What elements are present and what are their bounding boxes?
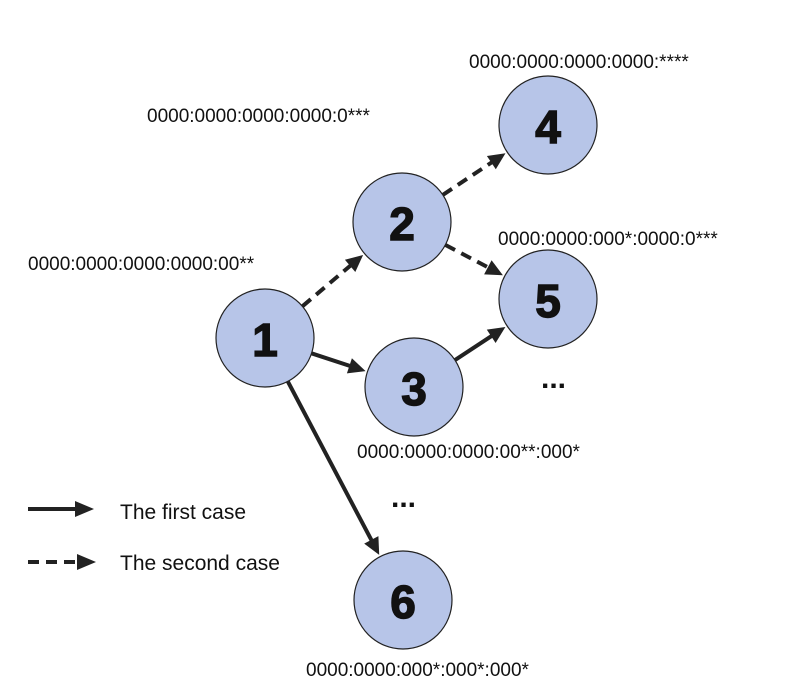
edge-line-1-6	[286, 380, 374, 543]
edge-line-1-3	[310, 351, 352, 369]
arrow-head-1-6	[364, 536, 380, 555]
edge-2-to-5	[444, 243, 503, 276]
edge-2-to-4	[441, 153, 506, 197]
edge-line-3-5	[453, 333, 494, 362]
node-label-3: 3	[401, 363, 427, 415]
node-label-2: 2	[389, 198, 415, 250]
node-1: 1	[215, 288, 315, 388]
node-label-1: 1	[252, 314, 278, 366]
node-5: 5	[498, 249, 598, 349]
node-label-6: 6	[390, 576, 416, 628]
node-circle-3	[364, 337, 464, 437]
node-label-5: 5	[535, 275, 561, 327]
address-label-node1: 0000:0000:0000:0000:00**	[28, 254, 255, 275]
ellipsis-middle: ...	[391, 481, 416, 514]
legend-solid-arrow	[28, 501, 94, 517]
ellipsis-right: ...	[541, 362, 566, 395]
address-label-node5: 0000:0000:000*:0000:0***	[498, 229, 718, 250]
node-4: 4	[498, 75, 598, 175]
node-3: 3	[364, 337, 464, 437]
arrow-head-3-5	[486, 327, 506, 343]
node-circle-5	[498, 249, 598, 349]
edge-1-to-2	[301, 255, 364, 308]
arrow-head-1-3	[346, 358, 366, 374]
edge-3-to-5	[453, 327, 506, 362]
legend-first-case-label: The first case	[120, 501, 246, 524]
edge-line-2-4	[441, 159, 495, 197]
nodes-group: 1 2 3 4 5 6	[215, 75, 598, 650]
node-6: 6	[353, 550, 453, 650]
edge-line-2-5	[444, 243, 491, 270]
node-2: 2	[352, 172, 452, 272]
edge-1-to-3	[310, 351, 366, 374]
node-circle-1	[215, 288, 315, 388]
node-circle-6	[353, 550, 453, 650]
address-label-node6: 0000:0000:000*:000*:000*	[306, 660, 530, 681]
legend-second-case-label: The second case	[120, 552, 280, 575]
edges-group	[286, 153, 506, 555]
arrow-head-2-5	[484, 260, 503, 276]
arrow-head-2-4	[486, 153, 506, 170]
node-circle-2	[352, 172, 452, 272]
address-label-node2: 0000:0000:0000:0000:0***	[147, 106, 371, 127]
node-label-4: 4	[535, 101, 561, 153]
arrow-head-1-2	[344, 255, 364, 272]
legend: The first case The second case	[28, 501, 280, 575]
edge-line-1-2	[301, 263, 353, 308]
address-label-node3: 0000:0000:0000:00**:000*	[357, 442, 581, 463]
edge-1-to-6	[286, 380, 380, 555]
legend-dashed-arrow	[28, 554, 96, 570]
node-circle-4	[498, 75, 598, 175]
address-label-node4: 0000:0000:0000:0000:****	[469, 52, 689, 73]
